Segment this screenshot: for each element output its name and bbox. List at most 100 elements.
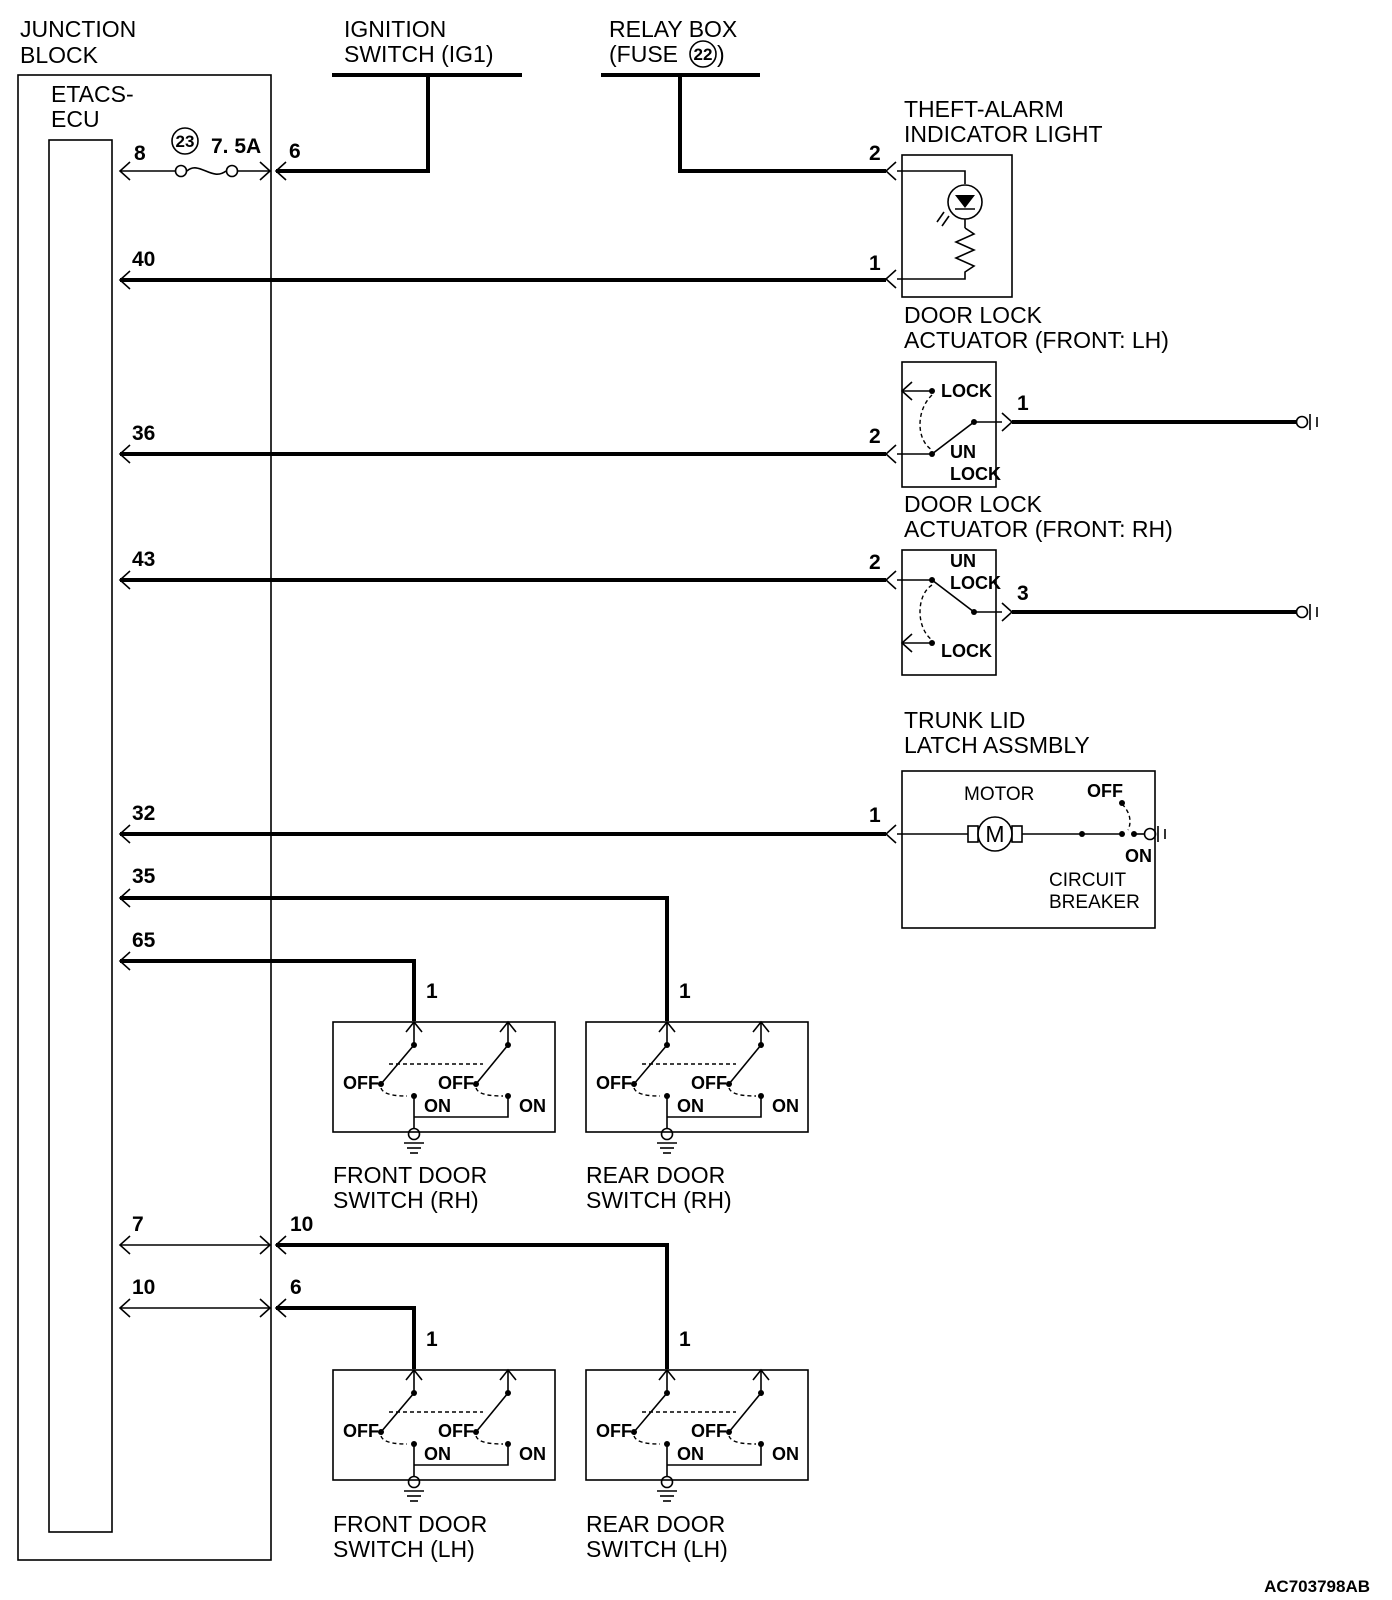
pin-dl-lh-2: 2 [869, 425, 881, 448]
trunk-off-label: OFF [1087, 781, 1123, 801]
circuit-breaker-label-1: CIRCUIT [1049, 870, 1126, 891]
front-door-switch-lh: OFF OFF ON ON [332, 1369, 556, 1502]
pin-ecu-8: 8 [134, 142, 146, 165]
rear-door-switch-lh: OFF OFF ON ON [585, 1369, 809, 1502]
pin-ecu-43: 43 [132, 548, 155, 571]
trunk-lid-label-1: TRUNK LID [904, 707, 1025, 733]
junction-block-label-1: JUNCTION [20, 16, 136, 42]
relay-box-label-close: ) [717, 41, 725, 67]
wire-32: 32 [119, 802, 886, 844]
theft-alarm-indicator: THEFT-ALARM INDICATOR LIGHT 2 1 [869, 96, 1103, 298]
front-door-lh-label-1: FRONT DOOR [333, 1511, 487, 1537]
fd-rh-on-2: ON [519, 1096, 546, 1116]
motor-symbol: M [985, 821, 1004, 847]
fd-lh-on-1: ON [424, 1444, 451, 1464]
pin-ecu-7: 7 [132, 1213, 144, 1236]
trunk-motor-label: MOTOR [964, 784, 1034, 805]
fd-rh-off-2: OFF [438, 1073, 474, 1093]
door-lock-rh-label-2: ACTUATOR (FRONT: RH) [904, 516, 1173, 542]
fuse-number: 23 [176, 132, 195, 151]
fd-lh-on-2: ON [519, 1444, 546, 1464]
circuit-breaker-label-2: BREAKER [1049, 892, 1140, 913]
theft-alarm-label-1: THEFT-ALARM [904, 96, 1064, 122]
fd-lh-off-2: OFF [438, 1421, 474, 1441]
pin-fd-lh-1: 1 [426, 1328, 438, 1351]
pin-dl-rh-2: 2 [869, 551, 881, 574]
door-lock-lh-lock: LOCK [941, 381, 992, 401]
wire-40: 40 [119, 248, 886, 290]
pin-ecu-35: 35 [132, 865, 156, 888]
pin-dl-lh-1: 1 [1017, 392, 1029, 415]
pin-trunk-1: 1 [869, 804, 881, 827]
wire-65: 65 [119, 929, 416, 1021]
rd-rh-off-2: OFF [691, 1073, 727, 1093]
etacs-ecu-label-2: ECU [51, 106, 100, 132]
fuse-rating: 7. 5A [211, 135, 261, 158]
ignition-switch-label-1: IGNITION [344, 16, 446, 42]
theft-alarm-label-2: INDICATOR LIGHT [904, 121, 1103, 147]
rear-door-rh-label-1: REAR DOOR [586, 1162, 725, 1188]
door-lock-actuator-lh: DOOR LOCK ACTUATOR (FRONT: LH) LOCK UN L… [869, 302, 1318, 488]
wire-35: 35 [119, 865, 669, 1021]
resistor-icon [897, 227, 976, 280]
figure-code: AC703798AB [1264, 1577, 1370, 1596]
door-lock-rh-label-1: DOOR LOCK [904, 491, 1043, 517]
junction-block-label-2: BLOCK [20, 42, 99, 68]
pin-rd-rh-1: 1 [679, 980, 691, 1003]
pin-rd-lh-1: 1 [679, 1328, 691, 1351]
pin-jb-6: 6 [289, 140, 301, 163]
door-lock-rh-lock: LOCK [941, 641, 992, 661]
front-door-lh-label-2: SWITCH (LH) [333, 1536, 475, 1562]
rd-rh-off-1: OFF [596, 1073, 632, 1093]
rear-door-lh-label-1: REAR DOOR [586, 1511, 725, 1537]
pin-ecu-32: 32 [132, 802, 155, 825]
junction-block: JUNCTION BLOCK [17, 16, 272, 1561]
pin-jb-10: 10 [290, 1213, 313, 1236]
trunk-lid-latch: TRUNK LID LATCH ASSMBLY 1 MOTOR M OFF ON… [869, 707, 1166, 929]
fd-rh-on-1: ON [424, 1096, 451, 1116]
pin-dl-rh-3: 3 [1017, 582, 1029, 605]
pin-ecu-36: 36 [132, 422, 155, 445]
wire-7-10: 7 10 [119, 1213, 669, 1369]
rear-door-lh-label-2: SWITCH (LH) [586, 1536, 728, 1562]
trunk-on-label: ON [1125, 846, 1152, 866]
fd-lh-off-1: OFF [343, 1421, 379, 1441]
wire-36: 36 [119, 422, 886, 464]
door-lock-lh-un: UN [950, 442, 976, 462]
door-lock-rh-unlock: LOCK [950, 573, 1001, 593]
relay-box-fuse-number: 22 [694, 45, 713, 64]
door-lock-lh-unlock: LOCK [950, 464, 1001, 484]
rd-lh-off-1: OFF [596, 1421, 632, 1441]
rd-lh-on-2: ON [772, 1444, 799, 1464]
pin-fd-rh-1: 1 [426, 980, 438, 1003]
wire-10-6: 10 6 [119, 1276, 416, 1369]
ignition-switch-label-2: SWITCH (IG1) [344, 41, 494, 67]
ignition-switch: IGNITION SWITCH (IG1) [332, 16, 522, 77]
door-lock-actuator-rh: DOOR LOCK ACTUATOR (FRONT: RH) UN LOCK L… [869, 491, 1318, 676]
rd-lh-on-1: ON [677, 1444, 704, 1464]
relay-box-label-2: (FUSE [609, 41, 678, 67]
wire-43: 43 [119, 548, 886, 590]
door-lock-lh-label-1: DOOR LOCK [904, 302, 1043, 328]
pin-ecu-10: 10 [132, 1276, 155, 1299]
rd-rh-on-2: ON [772, 1096, 799, 1116]
front-door-switch-rh-body: OFF OFF ON ON [332, 1021, 556, 1154]
relay-box-label-1: RELAY BOX [609, 16, 737, 42]
door-lock-rh-un: UN [950, 551, 976, 571]
etacs-ecu: ETACS- ECU [48, 81, 134, 1533]
pin-ecu-65: 65 [132, 929, 156, 952]
pin-theft-1: 1 [869, 252, 881, 275]
fd-rh-off-1: OFF [343, 1073, 379, 1093]
fuse-circuit: 23 7. 5A 8 6 [119, 75, 430, 181]
rd-rh-on-1: ON [677, 1096, 704, 1116]
pin-jb-6b: 6 [290, 1276, 302, 1299]
rd-lh-off-2: OFF [691, 1421, 727, 1441]
door-lock-lh-label-2: ACTUATOR (FRONT: LH) [904, 327, 1169, 353]
etacs-ecu-label-1: ETACS- [51, 81, 134, 107]
pin-theft-2: 2 [869, 142, 881, 165]
front-door-rh-label-1: FRONT DOOR [333, 1162, 487, 1188]
pin-ecu-40: 40 [132, 248, 155, 271]
front-door-rh-label-2: SWITCH (RH) [333, 1187, 479, 1213]
relay-box: RELAY BOX (FUSE 22 ) [601, 16, 886, 173]
